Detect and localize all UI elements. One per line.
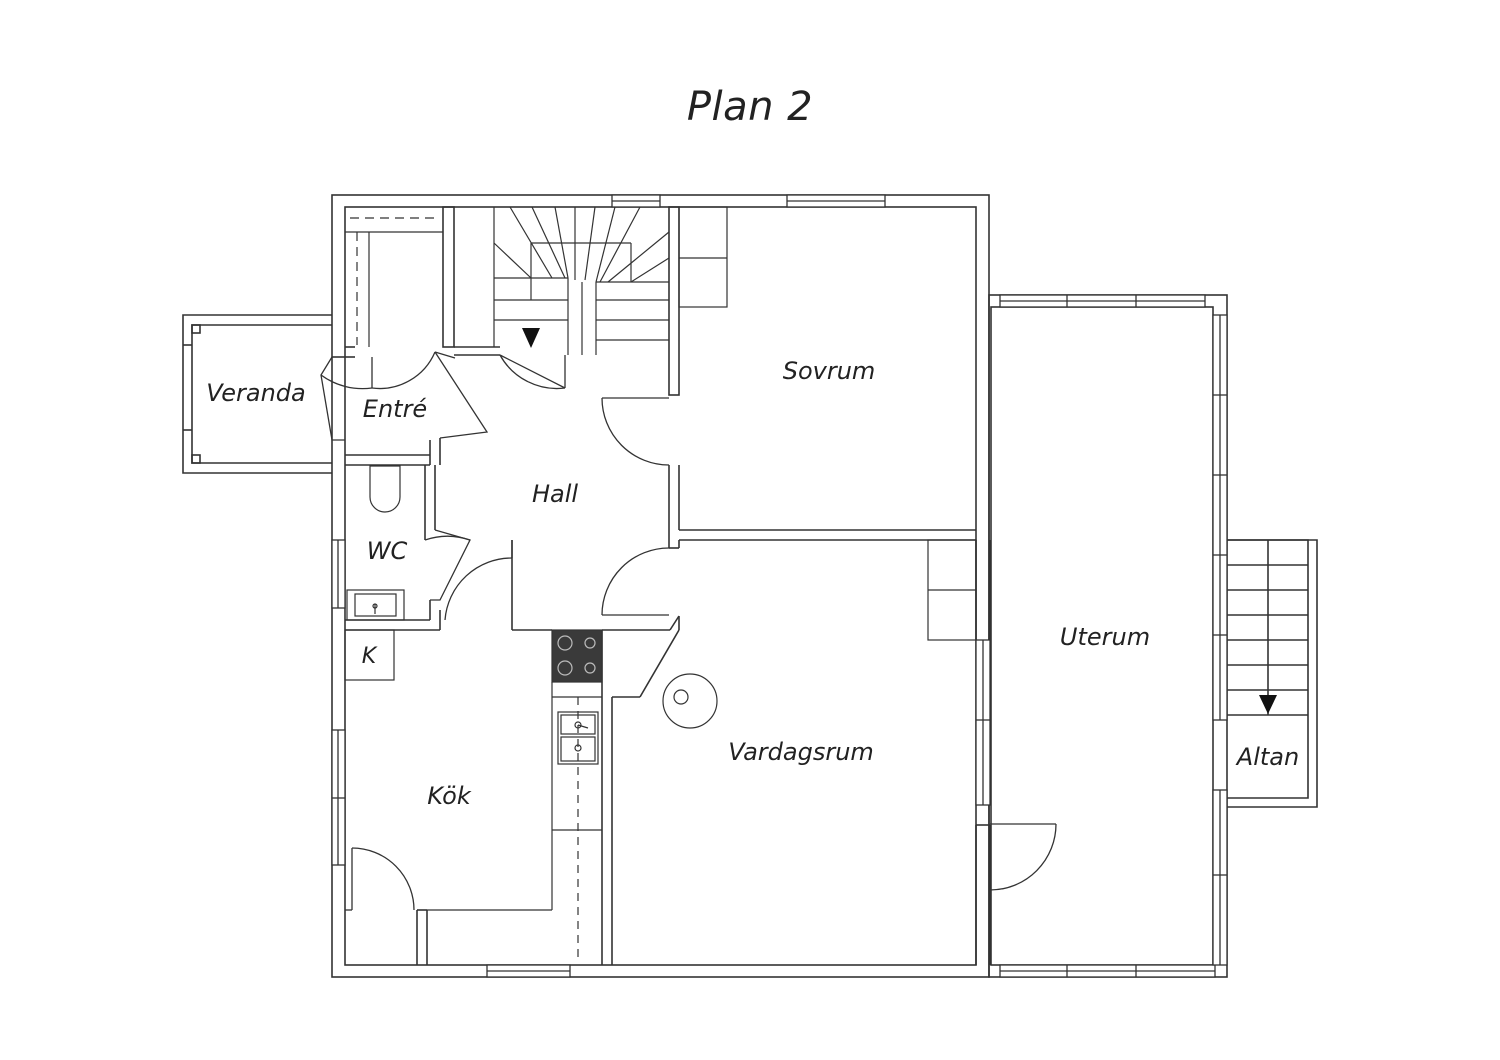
room-label-veranda: Veranda — [206, 379, 306, 407]
windows — [331, 194, 1228, 978]
room-labels: Veranda Entré Hall Sovrum WC K Kök Varda… — [206, 357, 1299, 810]
room-label-hall: Hall — [532, 480, 578, 508]
room-label-altan: Altan — [1235, 743, 1299, 771]
doors — [320, 351, 1057, 911]
furniture — [344, 206, 977, 960]
room-label-entre: Entré — [363, 395, 427, 423]
veranda — [182, 314, 332, 474]
room-label-vardagsrum: Vardagsrum — [728, 738, 874, 766]
room-label-k: K — [362, 644, 378, 669]
plan-title: Plan 2 — [686, 84, 814, 130]
room-label-kok: Kök — [427, 782, 472, 810]
closet — [345, 217, 443, 347]
room-label-sovrum: Sovrum — [783, 357, 876, 385]
room-label-uterum: Uterum — [1060, 623, 1150, 651]
outer-walls — [331, 194, 1228, 978]
staircase — [493, 206, 670, 355]
room-label-wc: WC — [367, 537, 408, 565]
interior-walls — [332, 206, 991, 965]
altan — [1227, 539, 1318, 808]
